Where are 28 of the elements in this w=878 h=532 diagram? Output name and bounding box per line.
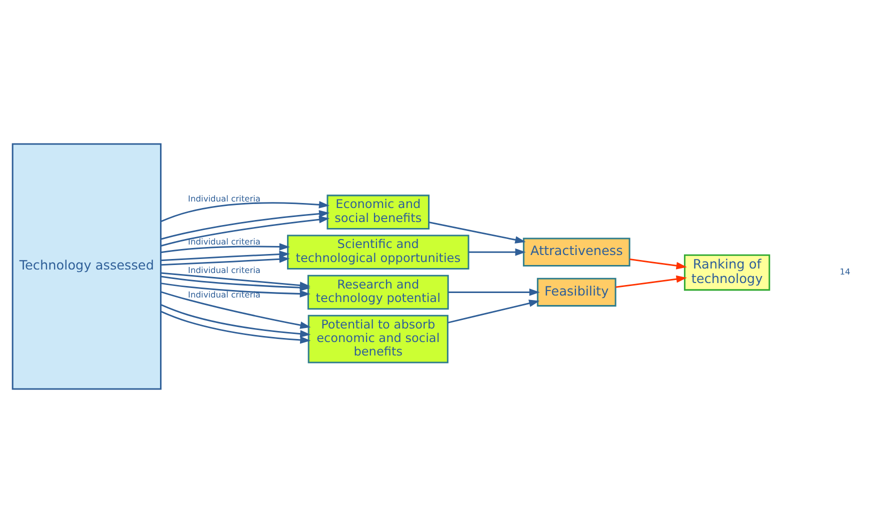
arrow: [428, 220, 526, 243]
edge-label: Individual criteria: [188, 236, 261, 246]
node-box: Research and technology potential: [307, 274, 449, 310]
label: 14: [840, 266, 850, 276]
node-box: Ranking of technology: [684, 254, 770, 290]
node-box: Potential to absorb economic and social benefits: [308, 314, 448, 363]
node-box: Economic and social benefits: [326, 194, 430, 229]
arrow: [160, 210, 330, 240]
edge-label: Individual criteria: [188, 288, 261, 299]
arrow: [630, 258, 687, 269]
node-box: Feasibility: [536, 277, 616, 306]
edge-label: Individual criteria: [188, 264, 261, 275]
arrow: [160, 215, 330, 246]
node-box: Technology assessed: [12, 142, 162, 390]
arrow: [160, 242, 290, 253]
arrow: [160, 310, 311, 344]
node-box: Scientific and technological opportunities: [287, 234, 470, 270]
node-box: Attractiveness: [522, 237, 630, 266]
arrow: [160, 304, 311, 337]
arrow: [448, 288, 540, 296]
edge-label: Individual criteria: [188, 192, 261, 203]
arrow: [160, 200, 330, 222]
arrow: [160, 250, 290, 261]
arrow: [448, 299, 540, 323]
arrow: [616, 274, 687, 288]
arrow: [160, 290, 311, 328]
arrow: [468, 248, 526, 256]
arrow: [160, 254, 290, 266]
